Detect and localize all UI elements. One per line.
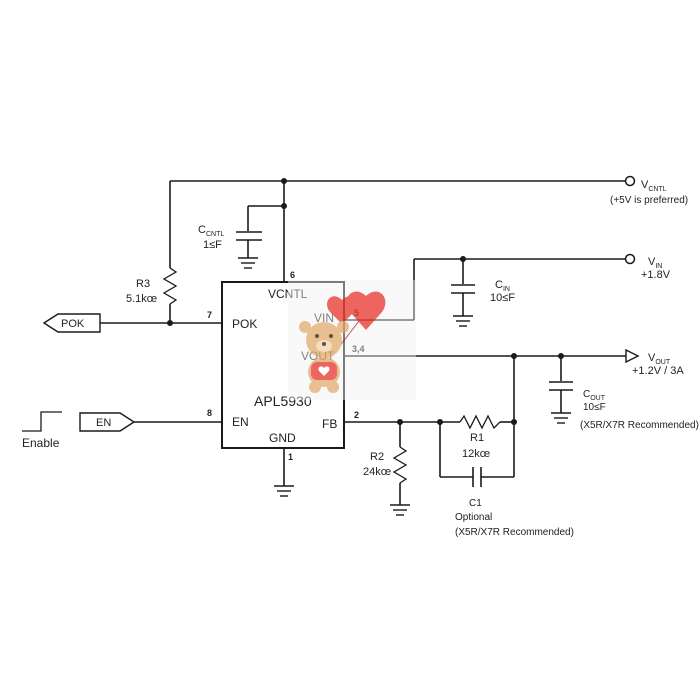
ic-pin-label-vcntl: VCNTL [268, 287, 308, 301]
pok-junction [167, 320, 173, 326]
vout-net [344, 353, 626, 422]
ccntl-label: CCNTL [198, 224, 224, 238]
teddy-bear-with-heart-balloon-icon [288, 280, 416, 400]
c1-capacitor [440, 467, 514, 487]
pin-number-en: 8 [207, 408, 212, 418]
ground-icon [274, 485, 294, 497]
vin-net [344, 256, 626, 321]
r1-name: R1 [470, 432, 484, 444]
pin-number-fb: 2 [354, 410, 359, 420]
ground-icon [453, 315, 473, 327]
r3-name: R3 [136, 278, 150, 290]
ic-pin-label-en: EN [232, 415, 249, 429]
pin-number-vout: 3,4 [352, 344, 365, 354]
ic-pin-label-pok: POK [232, 317, 257, 331]
cin-value: 10≤F [490, 292, 515, 304]
ic-pin-label-fb: FB [322, 417, 337, 431]
ground-icon [238, 257, 258, 269]
vcntl-net [169, 178, 626, 282]
cout-capacitor [549, 381, 573, 424]
vout-value: +1.2V / 3A [632, 365, 684, 377]
pin-number-pok: 7 [207, 310, 212, 320]
c1-optional: Optional [455, 512, 492, 523]
ccntl-capacitor [236, 231, 262, 269]
ic-pin-label-vin: VIN [314, 311, 334, 325]
en-port [79, 412, 136, 432]
r3-resistor [162, 267, 178, 323]
ccntl-value: 1≤F [203, 239, 222, 251]
r2-value: 24kœ [363, 466, 391, 478]
c1-name: C1 [469, 498, 482, 509]
r1-value: 12kœ [462, 448, 490, 460]
cout-label: COUT [583, 389, 606, 402]
vout-label: VOUT [648, 352, 671, 366]
cin-label: CIN [495, 279, 510, 293]
r1-resistor [459, 414, 501, 430]
vin-terminal [624, 253, 636, 265]
pok-port [42, 313, 101, 333]
vcntl-note: (+5V is preferred) [610, 195, 688, 206]
ground-icon [551, 412, 571, 424]
vin-value: +1.8V [641, 269, 671, 281]
enable-label: Enable [22, 436, 60, 450]
c1-note: (X5R/X7R Recommended) [455, 527, 574, 538]
cin-capacitor [451, 284, 475, 327]
r2-resistor [390, 446, 410, 516]
vcntl-label: VCNTL [641, 179, 667, 193]
ic-ground [274, 448, 294, 497]
vcntl-terminal [624, 175, 636, 187]
pok-port-label: POK [61, 318, 85, 330]
ic-pin-label-gnd: GND [269, 431, 296, 445]
ic-name: APL5930 [254, 393, 312, 409]
vin-label: VIN [648, 256, 662, 270]
pin-number-vcntl: 6 [290, 270, 295, 280]
cout-value: 10≤F [583, 402, 606, 413]
pin-number-gnd: 1 [288, 452, 293, 462]
en-port-label: EN [96, 417, 111, 429]
vout-arrow-icon [625, 348, 640, 364]
ground-icon [390, 504, 410, 516]
cout-note: (X5R/X7R Recommended) [580, 420, 699, 431]
enable-step-icon [22, 411, 62, 432]
r3-value: 5.1kœ [126, 293, 157, 305]
fb-net [344, 419, 517, 477]
r2-name: R2 [370, 451, 384, 463]
